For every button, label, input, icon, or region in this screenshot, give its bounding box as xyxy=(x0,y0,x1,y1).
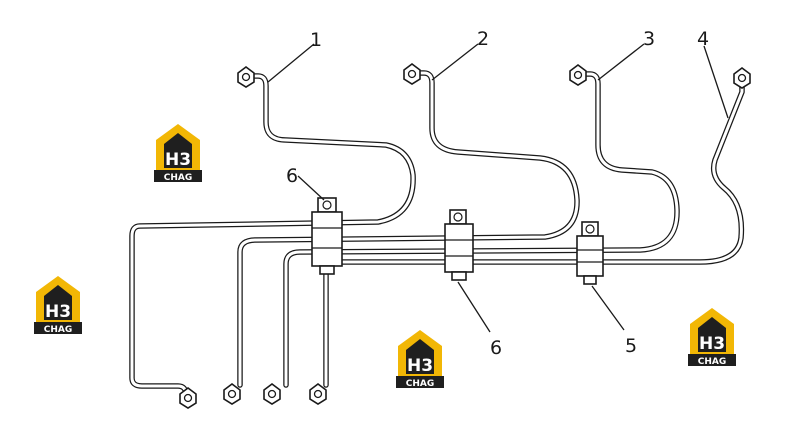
watermark-logo-1 xyxy=(154,124,202,183)
callout-6b: 6 xyxy=(490,337,502,359)
fitting-nut-1 xyxy=(237,66,255,88)
leader-6b xyxy=(457,281,491,333)
callout-3: 3 xyxy=(643,28,655,50)
callout-6a: 6 xyxy=(286,165,298,187)
callout-5: 5 xyxy=(625,335,637,357)
watermark-logo-4 xyxy=(688,308,736,367)
pipe-3 xyxy=(283,71,680,388)
watermark-logo-3 xyxy=(396,330,444,389)
pipe-4 xyxy=(323,77,745,388)
leader-1 xyxy=(267,43,315,83)
fitting-nut-bottom-3 xyxy=(263,383,281,405)
fitting-nut-bottom-1 xyxy=(179,387,197,409)
leader-3 xyxy=(597,43,645,81)
fitting-nut-2 xyxy=(403,63,421,85)
leader-2 xyxy=(431,43,479,81)
leader-4 xyxy=(703,45,729,119)
watermark-logo-2 xyxy=(34,276,82,335)
pipe-2 xyxy=(237,70,580,388)
clamp-c xyxy=(576,221,604,285)
callout-1: 1 xyxy=(310,29,322,51)
fitting-nut-bottom-4 xyxy=(309,383,327,405)
fitting-nut-4 xyxy=(733,67,751,89)
leader-5 xyxy=(591,285,625,331)
pipe-1 xyxy=(129,73,416,398)
clamp-a xyxy=(311,197,343,275)
fitting-nut-bottom-2 xyxy=(223,383,241,405)
callout-4: 4 xyxy=(697,28,709,50)
leader-6a xyxy=(297,175,325,201)
callout-2: 2 xyxy=(477,28,489,50)
clamp-b xyxy=(444,209,474,281)
fitting-nut-3 xyxy=(569,64,587,86)
